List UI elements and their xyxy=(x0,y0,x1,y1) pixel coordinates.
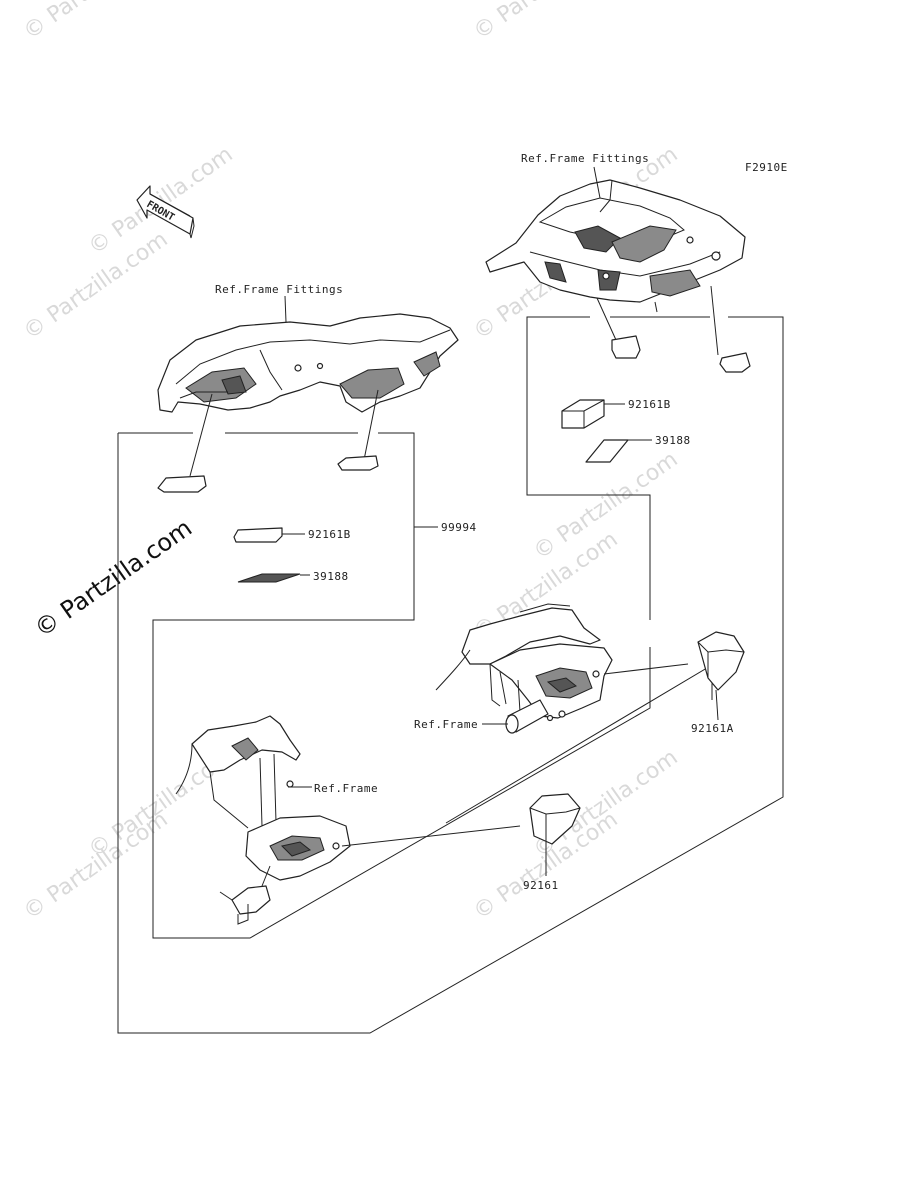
watermark-text: © Partzilla.com xyxy=(469,0,622,45)
label-ref-frame-left: Ref.Frame xyxy=(314,782,378,795)
label-92161B-left: 92161B xyxy=(308,528,351,541)
kit-outline-right xyxy=(526,316,651,620)
part-39188-right xyxy=(585,439,629,463)
label-92161: 92161 xyxy=(523,879,559,892)
pad-left-b xyxy=(337,455,379,471)
label-ref-frame-fittings-left: Ref.Frame Fittings xyxy=(215,283,343,296)
part-39188-left xyxy=(237,573,301,583)
watermark-text: © Partzilla.com xyxy=(19,0,172,45)
label-39188-right: 39188 xyxy=(655,434,691,447)
label-92161A: 92161A xyxy=(691,722,734,735)
label-ref-frame-fittings-top: Ref.Frame Fittings xyxy=(521,152,649,165)
frame-fitting-top-right xyxy=(485,166,746,313)
label-ref-frame-right: Ref.Frame xyxy=(414,718,478,731)
kit-outline-large-right xyxy=(152,432,651,939)
watermark-main: © Partzilla.com xyxy=(29,514,197,643)
pad-left-a xyxy=(157,475,207,493)
label-99994: 99994 xyxy=(441,521,477,534)
frame-fitting-left xyxy=(157,313,459,413)
frame-section-right xyxy=(435,603,613,734)
frame-section-left xyxy=(175,715,351,925)
pad-right-b xyxy=(719,352,751,373)
pad-right-a xyxy=(611,335,641,359)
part-92161A xyxy=(697,631,745,691)
label-92161B-right: 92161B xyxy=(628,398,671,411)
label-39188-left: 39188 xyxy=(313,570,349,583)
part-92161B-left xyxy=(233,527,283,543)
part-92161 xyxy=(529,793,581,845)
part-92161B-right xyxy=(561,399,605,429)
kit-outline-large xyxy=(117,316,784,1034)
figure-code: F2910E xyxy=(745,161,788,174)
